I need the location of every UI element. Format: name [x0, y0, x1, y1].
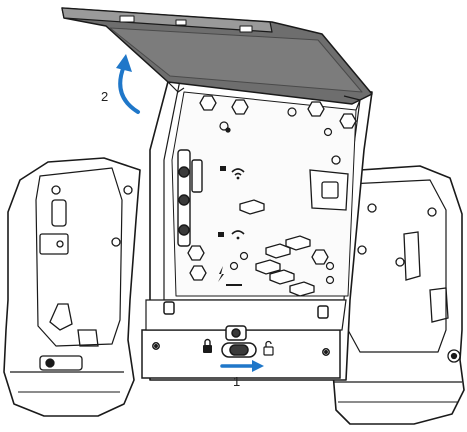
- wifi-icon: [218, 230, 245, 240]
- left-grip: [3, 157, 141, 417]
- callout-1: 1: [233, 374, 241, 389]
- wifi-icon: [220, 166, 245, 180]
- rotate-arrow-2: [116, 54, 140, 114]
- lock-icon: [203, 338, 212, 353]
- callout-2: 2: [101, 89, 109, 104]
- lightning-icon: [218, 266, 242, 286]
- latch-slider: [221, 342, 257, 358]
- left-grip-details: [39, 185, 133, 371]
- slide-arrow-1: [220, 360, 264, 372]
- battery-door: [61, 7, 373, 111]
- contact-rail: [177, 149, 203, 247]
- right-grip-details: [357, 203, 461, 363]
- side-connector: [309, 155, 349, 211]
- right-grip: [331, 165, 465, 425]
- contact-blocks: [239, 199, 315, 297]
- bay-screws: [187, 95, 357, 281]
- unlock-icon: [263, 340, 274, 356]
